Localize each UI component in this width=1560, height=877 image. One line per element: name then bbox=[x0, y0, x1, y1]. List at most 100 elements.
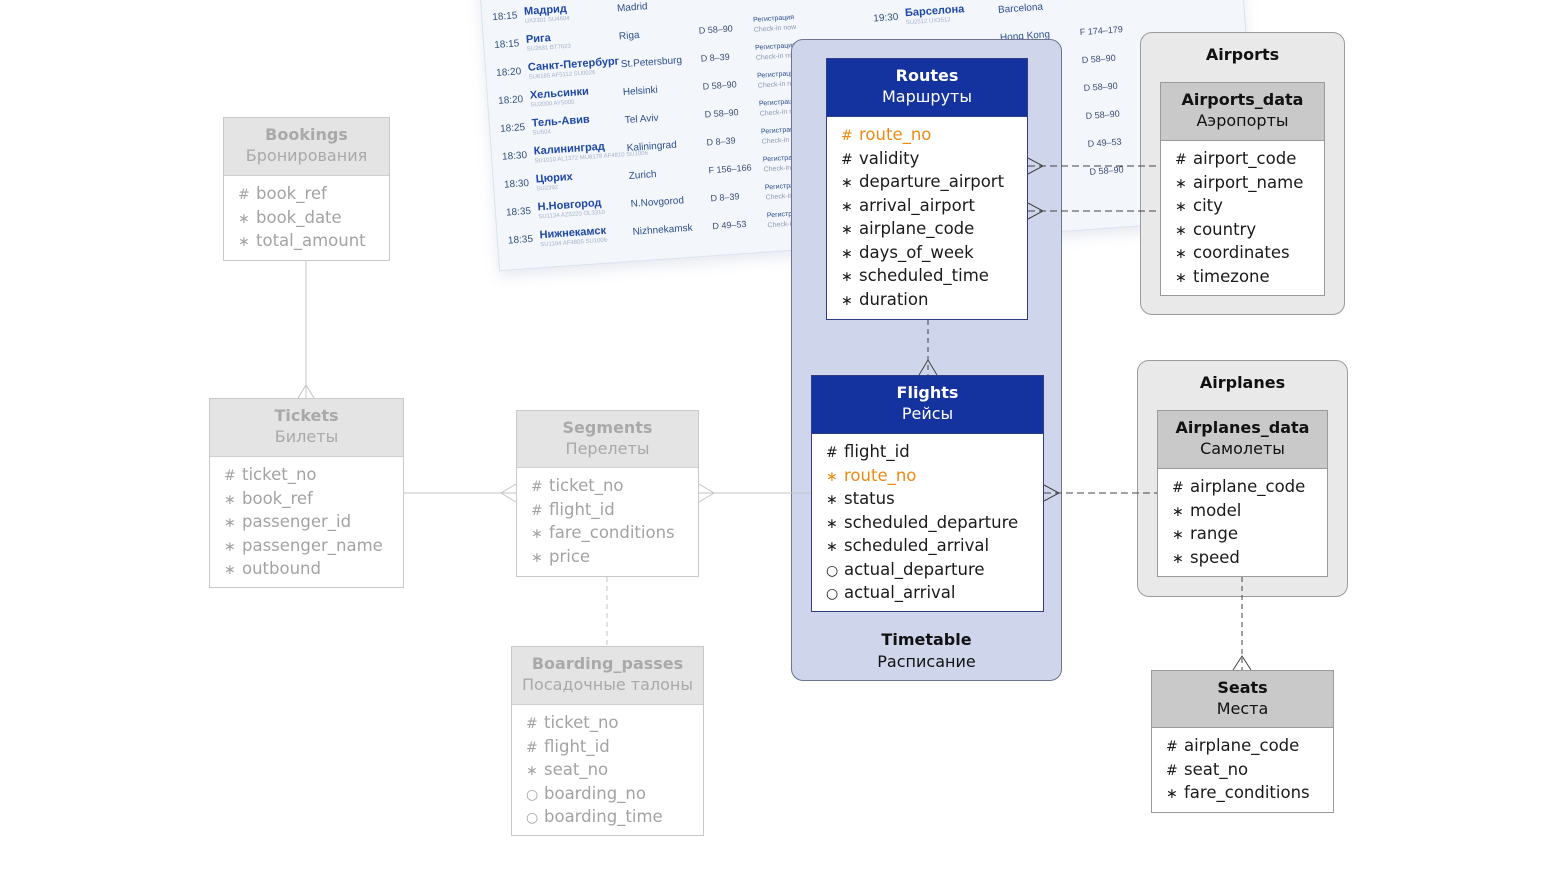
bookings-attr-book_date: ∗ book_date bbox=[238, 206, 389, 230]
airports_data-attr-city: ∗city bbox=[1175, 194, 1324, 218]
bookings-title: Bookings bbox=[265, 125, 348, 144]
boarding-attr-seat_no: ∗ seat_no bbox=[526, 758, 703, 782]
attr-name: actual_departure bbox=[844, 559, 985, 579]
routes-attr-airplane_code: ∗airplane_code bbox=[841, 217, 1027, 241]
seats-crowfoot bbox=[1232, 655, 1252, 671]
attr-key-symbol: ∗ bbox=[224, 515, 236, 531]
flights-attr-actual_arrival: ○actual_arrival bbox=[826, 581, 1043, 605]
attr-key-symbol: ∗ bbox=[531, 526, 543, 542]
tickets-attr-book_ref: ∗book_ref bbox=[224, 487, 403, 511]
attr-key-symbol: ∗ bbox=[841, 245, 853, 262]
routes-attribute-list: #route_no#validity∗departure_airport∗arr… bbox=[827, 117, 1027, 311]
attr-key-symbol: ∗ bbox=[826, 515, 838, 532]
airports_data-attr-coordinates: ∗coordinates bbox=[1175, 241, 1324, 265]
attr-name: ticket_no bbox=[549, 476, 624, 495]
bookings-attr-total_amount: ∗total_amount bbox=[238, 229, 389, 253]
attr-name: passenger_name bbox=[242, 535, 383, 555]
attr-key-symbol: ∗ bbox=[238, 234, 250, 250]
attr-name: range bbox=[1190, 524, 1238, 543]
seats-attribute-list: #airplane_code#seat_no∗fare_conditions bbox=[1152, 728, 1333, 805]
attr-key-symbol: ∗ bbox=[1175, 222, 1187, 239]
attr-key-symbol: # bbox=[238, 187, 250, 203]
attr-key-symbol: # bbox=[526, 716, 538, 732]
attr-key-symbol: ∗ bbox=[238, 210, 250, 227]
airports_data-attr-airport_name: ∗airport_name bbox=[1175, 171, 1324, 195]
routes-attr-scheduled_time: ∗scheduled_time bbox=[841, 264, 1027, 288]
airplanes_data-attr-airplane_code: #airplane_code bbox=[1172, 475, 1327, 499]
flights-attr-flight_id: #flight_id bbox=[826, 440, 1043, 464]
attr-name: scheduled_arrival bbox=[844, 536, 990, 555]
attr-name: status bbox=[844, 489, 895, 508]
attr-name: outbound bbox=[242, 559, 321, 578]
attr-name: scheduled_departure bbox=[844, 512, 1019, 532]
attr-key-symbol: ∗ bbox=[841, 198, 853, 215]
attr-name: seat_no bbox=[544, 760, 609, 779]
boarding-attr-ticket_no: # ticket_no bbox=[526, 711, 703, 735]
routes-crowfoot-2 bbox=[1027, 202, 1045, 220]
airplanes_data-title: Airplanes_data bbox=[1175, 418, 1310, 437]
boarding-attr-boarding_no: ○boarding_no bbox=[526, 782, 703, 806]
attr-key-symbol: ∗ bbox=[224, 538, 236, 555]
attr-name: airplane_code bbox=[1190, 477, 1306, 496]
airports_data-attr-timezone: ∗timezone bbox=[1175, 265, 1324, 289]
attr-key-symbol: # bbox=[841, 151, 853, 168]
flights-attr-actual_departure: ○actual_departure bbox=[826, 558, 1043, 582]
attr-key-symbol: ∗ bbox=[841, 175, 853, 191]
segments-subtitle: Перелеты bbox=[565, 439, 650, 458]
segments-crowfoot-left bbox=[500, 483, 517, 503]
attr-key-symbol: ○ bbox=[826, 586, 839, 602]
attr-name: ticket_no bbox=[544, 713, 619, 732]
flights-attr-scheduled_departure: ∗ scheduled_departure bbox=[826, 511, 1043, 535]
bookings-attr-book_ref: # book_ref bbox=[238, 182, 389, 206]
boarding-attribute-list: # ticket_no # flight_id ∗ seat_no ○boarding_no… bbox=[512, 705, 703, 829]
airplanes_data-attr-model: ∗model bbox=[1172, 499, 1327, 523]
tickets-title: Tickets bbox=[274, 406, 339, 425]
attr-key-symbol: # bbox=[841, 128, 853, 144]
attr-name: validity bbox=[859, 148, 920, 168]
attr-key-symbol: ∗ bbox=[1172, 527, 1184, 543]
seats-attr-fare_conditions: ∗fare_conditions bbox=[1166, 781, 1333, 805]
attr-name: fare_conditions bbox=[549, 523, 675, 542]
attr-name: airport_code bbox=[1193, 149, 1297, 168]
airplanes_data-attr-range: ∗ range bbox=[1172, 522, 1327, 546]
attr-key-symbol: ∗ bbox=[531, 549, 543, 566]
attr-key-symbol: ∗ bbox=[526, 763, 538, 779]
flights-attr-route_no: ∗route_no bbox=[826, 464, 1043, 488]
flights-attr-scheduled_arrival: ∗scheduled_arrival bbox=[826, 534, 1043, 558]
attr-key-symbol: ∗ bbox=[1175, 199, 1187, 215]
attr-name: book_ref bbox=[256, 184, 327, 203]
boarding-attr-flight_id: # flight_id bbox=[526, 735, 703, 759]
attr-name: fare_conditions bbox=[1184, 783, 1310, 802]
seats-subtitle: Места bbox=[1216, 699, 1269, 718]
segments-attr-ticket_no: #ticket_no bbox=[531, 474, 698, 498]
flights-title: Flights bbox=[896, 383, 959, 402]
routes-subtitle: Маршруты bbox=[882, 87, 972, 106]
attr-name: ticket_no bbox=[242, 465, 317, 484]
attr-name: departure_airport bbox=[859, 172, 1005, 191]
attr-name: model bbox=[1190, 500, 1242, 520]
attr-key-symbol: # bbox=[526, 739, 538, 756]
attr-name: route_no bbox=[859, 125, 932, 144]
segments-crowfoot-right bbox=[698, 483, 715, 503]
attr-key-symbol: ○ bbox=[526, 810, 539, 826]
routes-attr-route_no: # route_no bbox=[841, 123, 1027, 147]
timetable-subtitle: Расписание bbox=[877, 652, 976, 671]
airplanes_data-attr-speed: ∗speed bbox=[1172, 546, 1327, 570]
airplanes_data-attribute-list: #airplane_code∗model ∗ range ∗speed bbox=[1158, 469, 1327, 569]
bookings-subtitle: Бронирования bbox=[245, 146, 368, 165]
attr-key-symbol: ○ bbox=[526, 786, 539, 803]
attr-key-symbol: ∗ bbox=[224, 491, 236, 508]
attr-name: flight_id bbox=[544, 736, 610, 756]
tickets-attr-ticket_no: #ticket_no bbox=[224, 463, 403, 487]
flights-subtitle: Рейсы bbox=[901, 404, 954, 423]
attr-name: boarding_time bbox=[544, 807, 663, 826]
attr-key-symbol: ∗ bbox=[224, 562, 236, 578]
attr-name: book_date bbox=[256, 207, 342, 227]
